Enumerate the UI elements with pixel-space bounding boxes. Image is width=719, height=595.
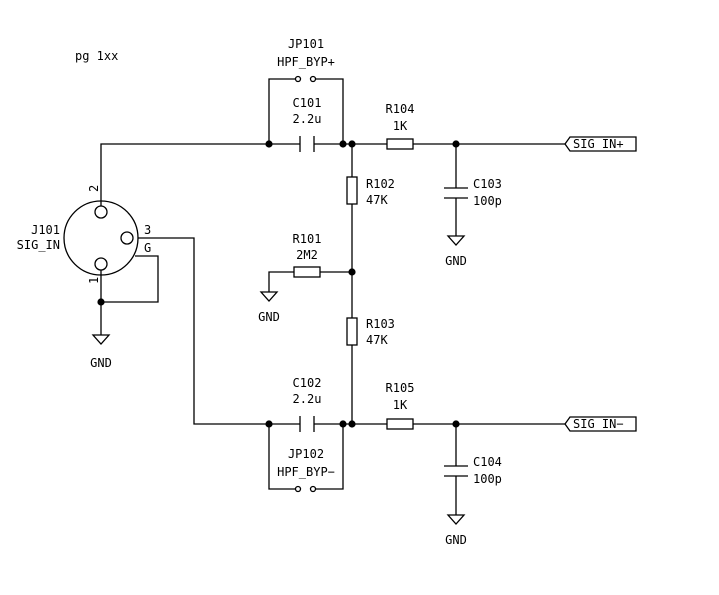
ground-symbol-r101: GND bbox=[258, 291, 280, 324]
net-label-sig-in-minus-text: SIG_IN− bbox=[573, 417, 624, 431]
resistor-r105-ref: R105 bbox=[386, 381, 415, 395]
connector-pin-g-label: G bbox=[144, 241, 151, 255]
junction-dot bbox=[339, 420, 347, 428]
junction-dot bbox=[452, 140, 460, 148]
capacitor-c102-value: 2.2u bbox=[293, 392, 322, 406]
wire-jp101-right bbox=[315, 78, 344, 144]
resistor-r103-value: 47K bbox=[366, 333, 388, 347]
wires bbox=[100, 78, 565, 515]
capacitor-c104-ref: C104 bbox=[473, 455, 502, 469]
junction-dot bbox=[265, 140, 273, 148]
wire-r101-left bbox=[268, 271, 294, 292]
capacitor-c103-ref: C103 bbox=[473, 177, 502, 191]
resistor-r102: R102 47K bbox=[346, 176, 395, 207]
resistor-r105: R105 1K bbox=[386, 381, 415, 430]
capacitor-c103: C103 100p bbox=[444, 177, 502, 208]
wire-top-input bbox=[100, 143, 300, 188]
ground-symbol-c103: GND bbox=[445, 235, 467, 268]
junction-dot bbox=[339, 140, 347, 148]
connector-ref: J101 bbox=[31, 223, 60, 237]
page-note: pg 1xx bbox=[75, 49, 118, 63]
capacitor-c104-value: 100p bbox=[473, 472, 502, 486]
resistor-r104: R104 1K bbox=[386, 102, 415, 150]
jumper-jp102: JP102 HPF_BYP− bbox=[277, 447, 335, 493]
jumper-jp101-ref: JP101 bbox=[288, 37, 324, 51]
ground-label-c103: GND bbox=[445, 254, 467, 268]
net-label-sig-in-plus-text: SIG_IN+ bbox=[573, 137, 624, 151]
resistor-r102-ref: R102 bbox=[366, 177, 395, 191]
capacitor-c102: C102 2.2u bbox=[293, 376, 322, 432]
junction-dot bbox=[265, 420, 273, 428]
capacitor-c103-value: 100p bbox=[473, 194, 502, 208]
resistor-r102-value: 47K bbox=[366, 193, 388, 207]
ground-label-c104: GND bbox=[445, 533, 467, 547]
jumper-jp101-value: HPF_BYP+ bbox=[277, 55, 335, 69]
capacitor-c102-ref: C102 bbox=[293, 376, 322, 390]
resistor-r103: R103 47K bbox=[346, 317, 395, 347]
resistor-r104-ref: R104 bbox=[386, 102, 415, 116]
resistor-r101-value: 2M2 bbox=[296, 248, 318, 262]
capacitor-c104: C104 100p bbox=[444, 455, 502, 486]
connector-pin-2-socket bbox=[94, 205, 108, 219]
connector-pin-3-label: 3 bbox=[144, 223, 151, 237]
wire-pin-g bbox=[101, 255, 159, 303]
ground-symbol-c104: GND bbox=[445, 514, 467, 547]
junction-dot bbox=[97, 298, 105, 306]
junction-dots bbox=[97, 140, 460, 428]
ground-label-j101: GND bbox=[90, 356, 112, 370]
connector-j101: J101 SIG_IN 2 1 3 G bbox=[17, 185, 151, 286]
connector-value: SIG_IN bbox=[17, 238, 60, 252]
ground-label-r101: GND bbox=[258, 310, 280, 324]
connector-pin-1-socket bbox=[94, 257, 108, 271]
wire-jp102-right bbox=[315, 424, 344, 490]
connector-pin-2-label: 2 bbox=[87, 185, 101, 192]
wire-pin3 bbox=[135, 237, 300, 425]
junction-dot bbox=[348, 140, 356, 148]
connector-pin-1-label: 1 bbox=[87, 277, 101, 284]
capacitor-c101-ref: C101 bbox=[293, 96, 322, 110]
net-label-sig-in-plus: SIG_IN+ bbox=[564, 136, 637, 152]
junction-dot bbox=[452, 420, 460, 428]
capacitor-c101-value: 2.2u bbox=[293, 112, 322, 126]
net-label-sig-in-minus: SIG_IN− bbox=[564, 416, 637, 432]
resistor-r104-value: 1K bbox=[393, 119, 408, 133]
jumper-jp101: JP101 HPF_BYP+ bbox=[277, 37, 335, 83]
wire-jp102-left bbox=[268, 424, 296, 490]
connector-pin-3-socket bbox=[120, 231, 134, 245]
ground-symbol-j101: GND bbox=[90, 334, 112, 370]
resistor-r103-ref: R103 bbox=[366, 317, 395, 331]
wire-jp101-left bbox=[268, 78, 296, 144]
jumper-jp102-value: HPF_BYP− bbox=[277, 465, 335, 479]
junction-dot bbox=[348, 420, 356, 428]
resistor-r101: R101 2M2 bbox=[293, 232, 322, 278]
junction-dot bbox=[348, 268, 356, 276]
capacitor-c101: C101 2.2u bbox=[293, 96, 322, 152]
jumper-jp102-ref: JP102 bbox=[288, 447, 324, 461]
resistor-r101-ref: R101 bbox=[293, 232, 322, 246]
resistor-r105-value: 1K bbox=[393, 398, 408, 412]
